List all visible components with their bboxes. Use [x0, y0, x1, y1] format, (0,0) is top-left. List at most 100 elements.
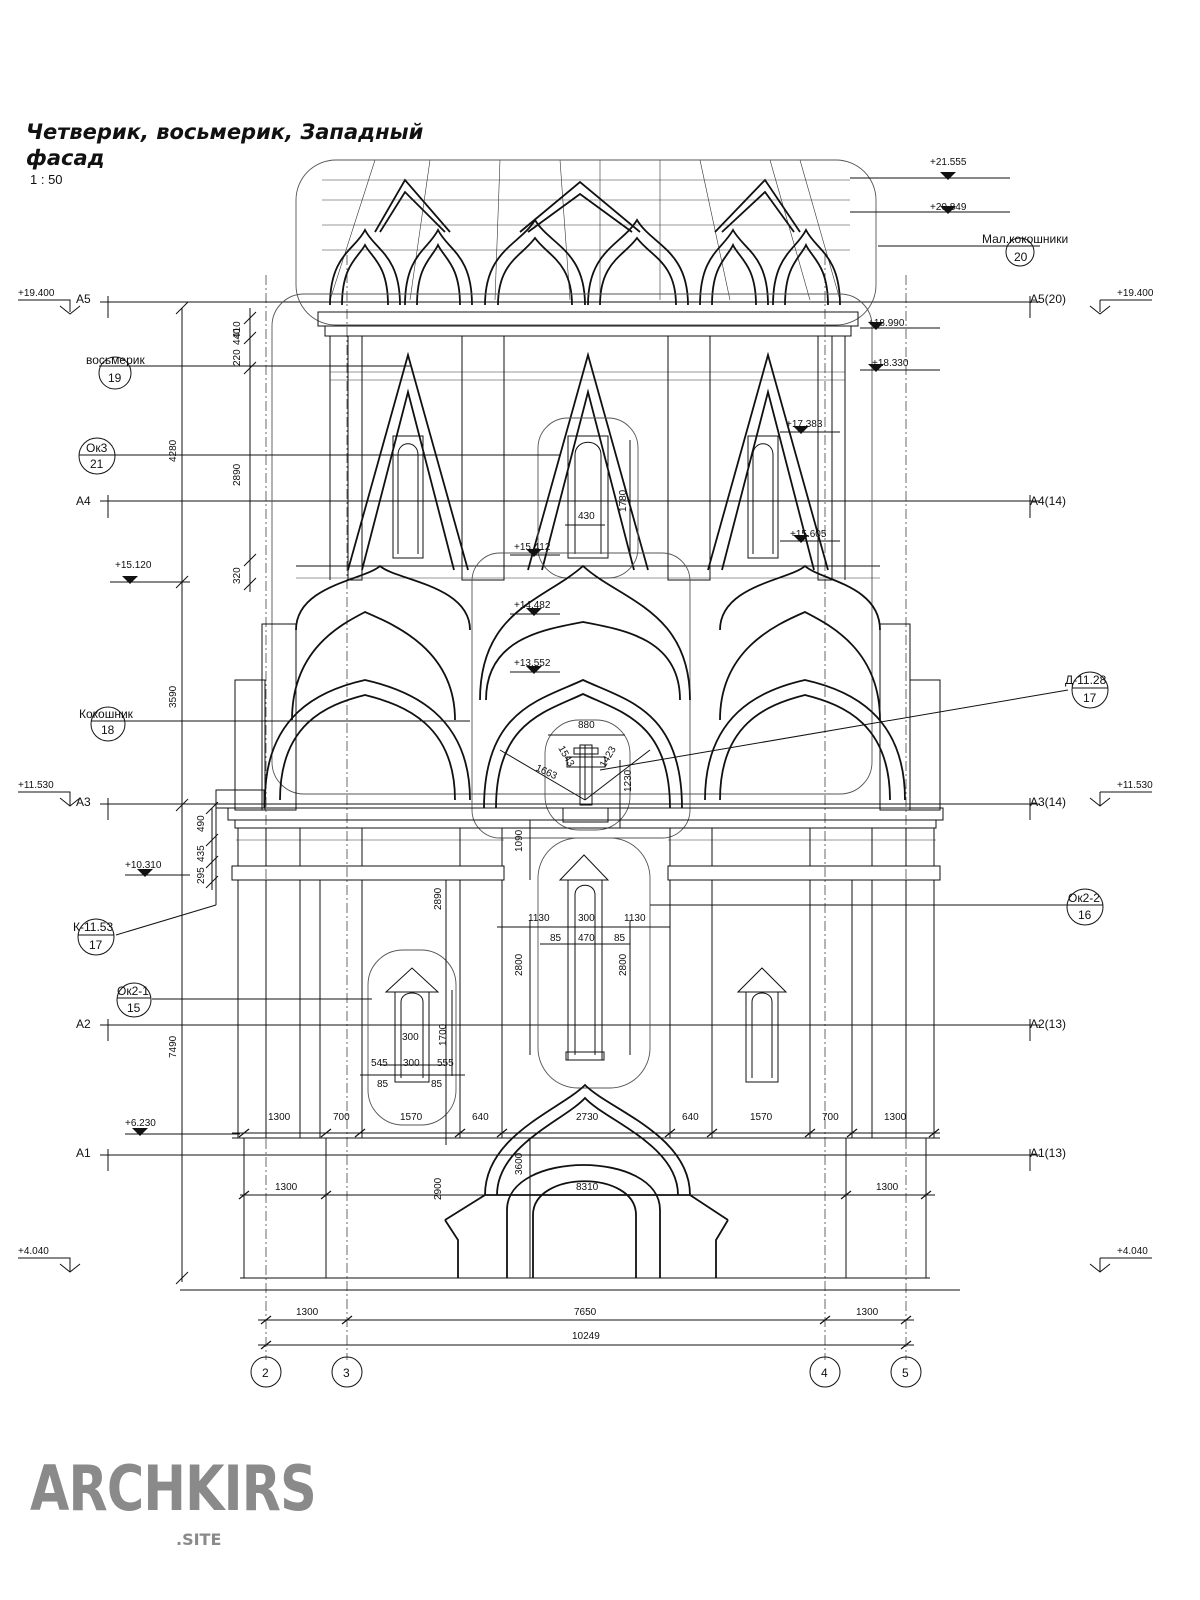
- dim-2890-upper: 2890: [232, 463, 243, 486]
- dim-10249: 10249: [572, 1331, 600, 1342]
- tag-kokoshnik-name: Кокошник: [79, 707, 134, 721]
- axis-a2-right-label: А2(13): [1030, 1017, 1066, 1031]
- tag-vosmerik-name: восьмерик: [86, 353, 145, 367]
- axis-a4-label: А4: [76, 494, 91, 508]
- dim-2890-lower: 2890: [433, 887, 444, 910]
- dim-2730: 2730: [576, 1112, 599, 1123]
- dim-1300-f1: 1300: [296, 1307, 319, 1318]
- vertical-dimensions: [175, 301, 631, 1285]
- dim-1663: 1663: [534, 763, 559, 783]
- dim-1230: 1230: [623, 769, 634, 792]
- tag-mal-kokoshniki-num: 20: [1014, 250, 1028, 264]
- dim-1570-s1: 1570: [400, 1112, 423, 1123]
- dim-1543: 1543: [555, 744, 576, 769]
- dim-3590: 3590: [168, 685, 179, 708]
- axis-a5-label: А5: [76, 292, 91, 306]
- axis-a3-right-label: А3(14): [1030, 795, 1066, 809]
- dim-1423: 1423: [598, 744, 619, 769]
- tag-k1153-name: К-11.53: [73, 920, 113, 934]
- dim-1130-right: 1130: [624, 913, 646, 924]
- axis-bubble-5: 5: [902, 1366, 909, 1380]
- axis-a1-right-label: А1(13): [1030, 1146, 1066, 1160]
- dim-300-top: 300: [402, 1032, 419, 1043]
- level-21555: +21.555: [930, 157, 967, 168]
- dim-430: 430: [578, 511, 595, 522]
- dim-85-b: 85: [614, 933, 626, 944]
- axis-a1-label: А1: [76, 1146, 91, 1160]
- dim-7490: 7490: [168, 1035, 179, 1058]
- axis-bubble-4: 4: [821, 1366, 828, 1380]
- level-19400-right: +19.400: [1117, 288, 1154, 299]
- dim-440: 440: [232, 328, 243, 345]
- level-20849: +20.849: [930, 202, 967, 213]
- dim-300-central: 300: [578, 913, 595, 924]
- dim-220: 220: [232, 349, 243, 366]
- level-19400-left: +19.400: [18, 288, 55, 299]
- horizontal-dimensions: [232, 524, 940, 1350]
- dim-700-s1: 700: [333, 1112, 350, 1123]
- level-marks: [18, 172, 1152, 1273]
- tag-mal-kokoshniki-name: Мал.кокошники: [982, 232, 1068, 246]
- dim-1570-s2: 1570: [750, 1112, 773, 1123]
- dim-545: 545: [371, 1058, 388, 1069]
- level-18330: +18.330: [872, 358, 909, 369]
- dim-555: 555: [437, 1058, 454, 1069]
- tag-ok22-num: 16: [1078, 908, 1092, 922]
- tag-ok22-name: Ок2-2: [1068, 891, 1100, 905]
- axis-a5-right-label: А5(20): [1030, 292, 1066, 306]
- level-11530-left: +11.530: [18, 780, 54, 791]
- axis-a2-label: А2: [76, 1017, 91, 1031]
- level-15412: +15.412: [514, 542, 551, 553]
- building-elevation: [180, 159, 960, 1291]
- dim-3600: 3600: [514, 1152, 525, 1175]
- axis-bubble-2: 2: [262, 1366, 269, 1380]
- dim-1300-f2: 1300: [856, 1307, 879, 1318]
- dim-1780: 1780: [618, 489, 629, 512]
- dim-1090: 1090: [514, 829, 525, 852]
- dim-410: 410: [232, 321, 243, 338]
- tag-k1153-num: 17: [89, 938, 103, 952]
- dim-1130-left: 1130: [528, 913, 550, 924]
- tag-kokoshnik-num: 18: [101, 723, 115, 737]
- column-axes: [265, 255, 907, 1360]
- dim-4280: 4280: [168, 439, 179, 462]
- drawing-scale: 1 : 50: [30, 172, 63, 187]
- dim-1300-b2: 1300: [876, 1182, 899, 1193]
- dim-7650: 7650: [574, 1307, 597, 1318]
- row-axes: [100, 296, 1040, 1171]
- tag-ok3-num: 21: [90, 457, 104, 471]
- dim-1300-s2: 1300: [884, 1112, 907, 1123]
- dim-700-s2: 700: [822, 1112, 839, 1123]
- dim-2900: 2900: [433, 1177, 444, 1200]
- level-10310: +10.310: [125, 860, 162, 871]
- tag-d1128-name: Д-11.28: [1065, 673, 1107, 687]
- axis-bubbles: [250, 1356, 922, 1388]
- tag-ok21-name: Ок2-1: [117, 984, 149, 998]
- dim-640-s2: 640: [682, 1112, 699, 1123]
- level-13552: +13.552: [514, 658, 551, 669]
- dim-640-s1: 640: [472, 1112, 489, 1123]
- callout-tags: [77, 237, 1109, 1018]
- tag-ok3-name: Ок3: [86, 441, 108, 455]
- dim-320: 320: [232, 567, 243, 584]
- level-4040-left: +4.040: [18, 1246, 49, 1257]
- level-11530-right: +11.530: [1117, 780, 1153, 791]
- dim-1700: 1700: [438, 1023, 449, 1046]
- watermark-logo: ARCHKIRS: [30, 1452, 317, 1525]
- level-4040-right: +4.040: [1117, 1246, 1148, 1257]
- level-6230: +6.230: [125, 1118, 156, 1129]
- dim-1300-b1: 1300: [275, 1182, 298, 1193]
- level-15605: +15.605: [790, 529, 827, 540]
- drawing-title-line2: фасад: [26, 146, 105, 170]
- dim-2800-left: 2800: [514, 953, 525, 976]
- tag-vosmerik-num: 19: [108, 371, 122, 385]
- dim-85-d: 85: [431, 1079, 443, 1090]
- dim-2800-right: 2800: [618, 953, 629, 976]
- drawing-title: Четверик, восьмерик, Западный: [26, 120, 424, 144]
- axis-a3-label: А3: [76, 795, 91, 809]
- tag-d1128-num: 17: [1083, 691, 1097, 705]
- dim-85-c: 85: [377, 1079, 389, 1090]
- tag-ok21-num: 15: [127, 1001, 141, 1015]
- dim-470: 470: [578, 933, 595, 944]
